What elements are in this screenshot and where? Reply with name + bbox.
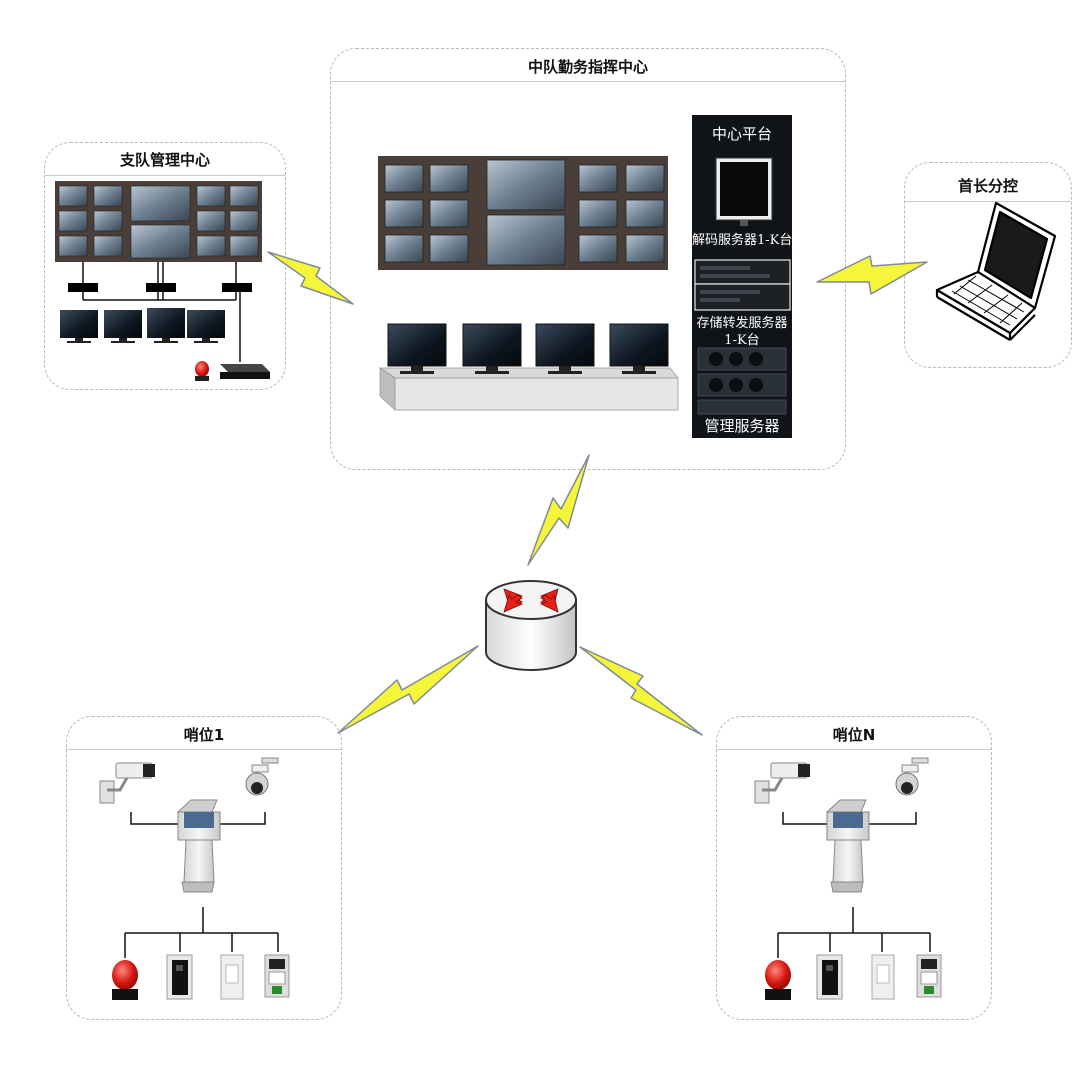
link-router-post1 (337, 645, 479, 734)
kiosk-terminal-icon (176, 799, 221, 893)
laptop-icon (935, 201, 1057, 341)
link-brigade-squadron (267, 251, 354, 305)
link-router-postN (579, 646, 703, 736)
sentry-post-n-title: 哨位N (832, 726, 876, 744)
bullet-camera-icon (99, 762, 155, 804)
door-access-reader-icon (166, 954, 193, 1000)
squadron-video-wall (378, 156, 668, 270)
storage-server-label: 存储转发服务器 (696, 316, 788, 331)
panel-title-rule (67, 749, 341, 750)
chief-subcontrol-title: 首长分控 (957, 177, 1018, 195)
fingerprint-reader-icon (264, 954, 290, 998)
post-wiring (124, 812, 279, 958)
panel-title-rule (905, 201, 1071, 202)
wireless-links (267, 251, 928, 736)
exit-button-icon (220, 954, 244, 1000)
brigade-management-title: 支队管理中心 (119, 151, 210, 169)
decode-server-label: 解码服务器1-K台 (692, 233, 793, 248)
router-icon (485, 580, 577, 671)
post1-devices (99, 757, 290, 1000)
brigade-decoders (68, 283, 252, 292)
squadron-monitors (387, 323, 669, 374)
alarm-beacon-icon (112, 960, 138, 1000)
link-router-squadron (527, 454, 590, 566)
server-rack (692, 115, 792, 438)
squadron-command-title: 中队勤务指挥中心 (527, 58, 648, 76)
fingerprint-reader-icon (916, 954, 942, 998)
postN-devices (754, 757, 942, 1000)
dome-camera-icon (895, 757, 929, 796)
exit-button-icon (871, 954, 895, 1000)
dome-camera-icon (245, 757, 279, 796)
panel-title-rule (717, 749, 991, 750)
link-squadron-chief (816, 255, 928, 295)
brigade-video-wall (55, 181, 262, 262)
alarm-beacon-icon (765, 960, 791, 1000)
panel-title-rule (45, 175, 285, 176)
brigade-alarm-beacon (195, 361, 209, 381)
brigade-decoder-wiring (82, 262, 241, 362)
door-access-reader-icon (816, 954, 843, 1000)
bullet-camera-icon (754, 762, 810, 804)
panel-title-rule (331, 81, 845, 82)
brigade-monitors (60, 308, 225, 343)
storage-server-count-label: 1-K台 (724, 333, 760, 348)
sentry-post-1-title: 哨位1 (183, 726, 225, 744)
center-platform-label: 中心平台 (711, 125, 772, 143)
post-wiring (777, 812, 931, 958)
management-server-label: 管理服务器 (704, 417, 780, 435)
kiosk-terminal-icon (825, 799, 870, 893)
operator-console-desk (378, 367, 679, 411)
brigade-dvr (220, 364, 270, 379)
